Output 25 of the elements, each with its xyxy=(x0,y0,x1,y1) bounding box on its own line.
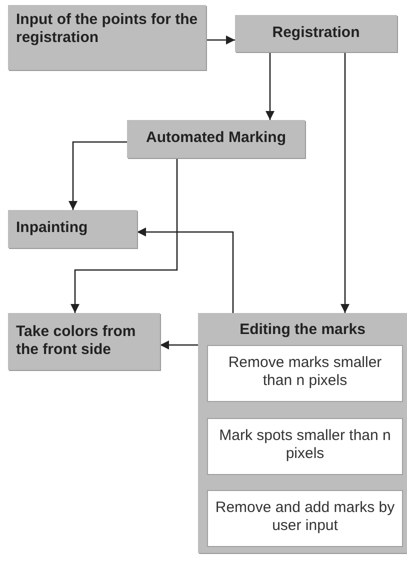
process-box xyxy=(8,313,160,370)
step-text: Mark spots smaller than n pixels xyxy=(218,427,392,463)
step-box xyxy=(207,418,403,475)
arrow xyxy=(206,36,235,44)
arrow xyxy=(266,52,274,120)
arrow xyxy=(160,340,198,350)
panel-heading: Editing the marks xyxy=(238,321,366,339)
group-panel xyxy=(198,313,407,553)
arrow xyxy=(340,52,350,313)
step-box xyxy=(207,345,403,402)
process-box xyxy=(127,120,305,158)
process-box xyxy=(8,210,137,248)
step-text: Remove and add marks by user input xyxy=(215,499,395,535)
box-label: Take colors from the front side xyxy=(16,323,137,359)
process-box xyxy=(8,5,206,70)
arrow xyxy=(68,141,127,210)
step-box xyxy=(207,490,403,547)
process-box xyxy=(235,15,397,52)
box-label: Automated Marking xyxy=(144,129,287,147)
box-label: Input of the points for the registration xyxy=(16,11,198,47)
arrow xyxy=(70,158,178,313)
box-label: Inpainting xyxy=(16,219,89,237)
step-text: Remove marks smaller than n pixels xyxy=(227,354,383,390)
arrow xyxy=(137,228,234,313)
box-label: Registration xyxy=(271,24,361,42)
